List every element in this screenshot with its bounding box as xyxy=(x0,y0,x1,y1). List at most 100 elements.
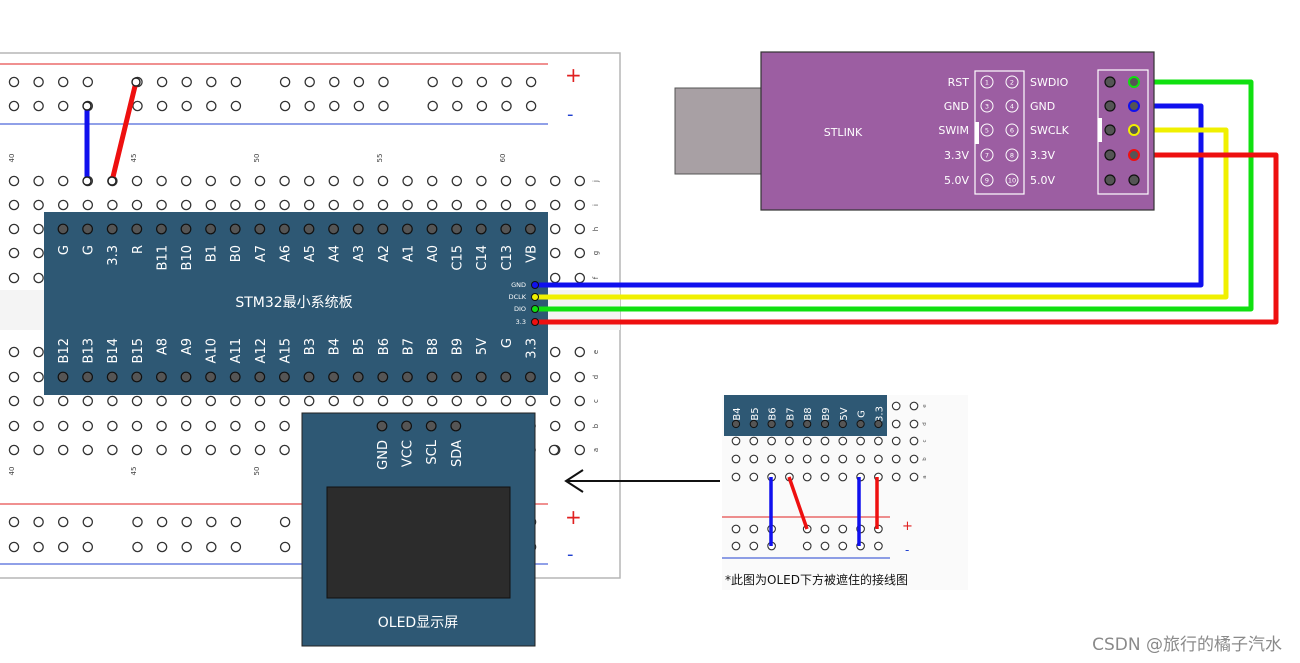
inset-row-letter: d xyxy=(922,422,928,426)
breadboard-hole xyxy=(82,420,94,432)
inset-row-letter: a xyxy=(922,475,928,478)
breadboard-hole xyxy=(8,516,20,528)
stm32-pin-hole xyxy=(451,223,463,235)
breadboard-hole xyxy=(500,395,512,407)
breadboard-hole xyxy=(33,444,44,456)
stm32-bottom-pin-label: A10 xyxy=(205,338,220,363)
oled-pin-hole xyxy=(425,420,437,432)
column-number-top: 50 xyxy=(253,154,261,163)
breadboard-hole xyxy=(33,247,44,259)
breadboard-hole xyxy=(180,420,192,432)
stlink-header-pin xyxy=(1104,174,1116,186)
breadboard-hole xyxy=(574,371,586,383)
breadboard-hole xyxy=(206,516,217,528)
inset-rail-hole xyxy=(749,524,759,534)
stm32-pin-hole xyxy=(475,371,487,383)
stlink-pin-number-ring xyxy=(1005,75,1019,89)
stm32-pin-hole xyxy=(303,223,315,235)
stm32-top-pin-label: B10 xyxy=(180,245,195,270)
stm32-top-pin-label: R xyxy=(131,245,146,254)
inset-row-letter: b xyxy=(922,457,928,461)
breadboard-hole xyxy=(107,199,118,211)
stm32-pin-hole xyxy=(525,223,536,235)
breadboard-hole xyxy=(181,541,192,553)
stlink-header-pin xyxy=(1128,174,1140,186)
breadboard-hole xyxy=(574,444,586,456)
stm32-side-pin-gnd: GND xyxy=(511,281,526,289)
breadboard-hole xyxy=(476,76,488,88)
stm32-pin-hole xyxy=(475,223,487,235)
stm32-pin-hole xyxy=(328,371,340,383)
breadboard-hole xyxy=(57,395,69,407)
breadboard-hole xyxy=(33,100,44,112)
stlink-pin-number-ring xyxy=(1005,148,1019,162)
stlink-right-label: 5.0V xyxy=(1030,174,1055,187)
inset-pin-hole xyxy=(838,419,847,429)
breadboard-hole xyxy=(131,175,143,187)
breadboard-hole xyxy=(353,395,364,407)
breadboard-hole xyxy=(156,76,168,88)
stlink-header-pin xyxy=(1104,76,1116,88)
breadboard-hole xyxy=(353,76,365,88)
inset-pin-label: B9 xyxy=(821,407,832,420)
inset-caption: *此图为OLED下方被遮住的接线图 xyxy=(725,572,908,587)
breadboard-hole xyxy=(549,272,561,284)
breadboard-hole xyxy=(156,175,167,187)
wire-gnd xyxy=(535,103,1204,288)
inset-hole xyxy=(749,436,759,446)
inset-rail-hole xyxy=(838,541,848,551)
breadboard-hole xyxy=(230,175,241,187)
breadboard-hole xyxy=(33,541,44,553)
rail-plus-top: + xyxy=(565,63,582,87)
inset-hole xyxy=(731,472,741,482)
stlink-pin-number: 2 xyxy=(1010,79,1014,87)
breadboard-hole xyxy=(82,444,94,456)
breadboard-hole xyxy=(132,541,143,553)
stm32-pin-hole xyxy=(525,371,536,383)
breadboard-hole xyxy=(205,420,217,432)
breadboard-hole xyxy=(181,76,192,88)
breadboard-hole xyxy=(254,199,266,211)
stm32-pin-hole xyxy=(279,223,290,235)
breadboard-hole xyxy=(33,76,44,88)
breadboard-hole xyxy=(549,371,561,383)
breadboard-hole xyxy=(107,420,118,432)
inset-hole xyxy=(802,436,812,446)
stlink-pin-number: 1 xyxy=(985,79,989,87)
stlink-pin-number-ring xyxy=(980,99,994,113)
breadboard-hole xyxy=(156,516,168,528)
stlink-pin-number-ring xyxy=(1005,173,1019,187)
breadboard-hole xyxy=(33,346,44,358)
breadboard-hole xyxy=(8,247,20,259)
breadboard-hole xyxy=(131,444,143,456)
breadboard-hole xyxy=(206,541,217,553)
breadboard-hole xyxy=(304,100,315,112)
breadboard-hole xyxy=(303,395,315,407)
breadboard-hole xyxy=(279,175,290,187)
breadboard-hole xyxy=(230,395,241,407)
inset-hole xyxy=(802,472,812,482)
stm32-pin-hole xyxy=(352,223,364,235)
breadboard-hole xyxy=(279,444,290,456)
breadboard-hole xyxy=(501,76,512,88)
breadboard-hole xyxy=(180,199,192,211)
stm32-pin-hole xyxy=(180,371,192,383)
oled-pin-label: VCC xyxy=(401,440,416,467)
stlink-left-label: GND xyxy=(944,100,969,113)
arrow-to-oled xyxy=(564,469,720,493)
inset-pin-label: G xyxy=(857,410,868,418)
row-letter-top: i xyxy=(592,204,600,206)
stm32-bottom-pin-label: A15 xyxy=(278,338,293,363)
oled-pin-hole xyxy=(401,420,413,432)
inset-pin-label: B6 xyxy=(768,407,779,420)
breadboard-hole xyxy=(230,541,242,553)
stm32-bottom-pin-label: B5 xyxy=(352,338,367,355)
inset-hole xyxy=(891,419,901,429)
inset-hole xyxy=(767,454,776,464)
inset-hole xyxy=(785,454,794,464)
breadboard-hole xyxy=(378,100,389,112)
